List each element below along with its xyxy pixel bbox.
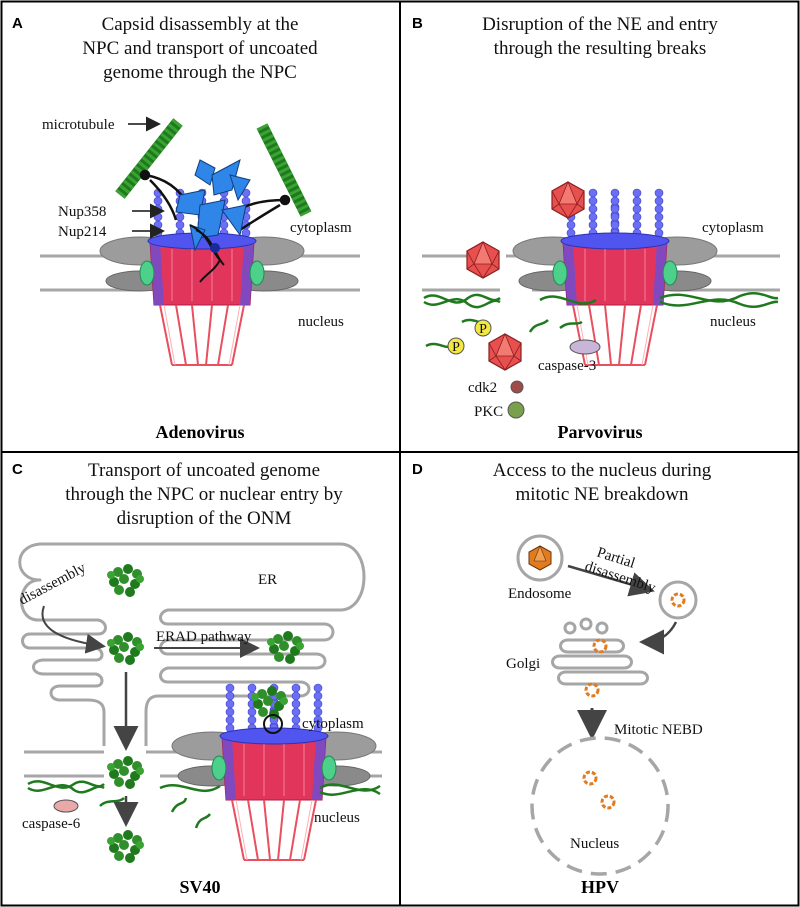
label-endosome: Endosome bbox=[508, 586, 572, 602]
panel-c-title-line1: Transport of uncoated genome bbox=[88, 460, 320, 481]
label-golgi: Golgi bbox=[506, 656, 540, 672]
panel-b-title-line1: Disruption of the NE and entry bbox=[482, 14, 718, 35]
sv40-particle-erad bbox=[267, 631, 304, 664]
panel-d-title-line1: Access to the nucleus during bbox=[493, 460, 712, 481]
panel-letter-d: D bbox=[412, 461, 423, 478]
microtubule-left bbox=[115, 118, 183, 199]
label-caspase-3: caspase-3 bbox=[538, 358, 596, 374]
label-cytoplasm-a: cytoplasm bbox=[290, 220, 352, 236]
hpv-in-nucleus-1 bbox=[582, 770, 598, 786]
hpv-in-golgi bbox=[592, 638, 608, 654]
sv40-particle-er bbox=[107, 564, 144, 597]
label-nup358: Nup358 bbox=[58, 204, 106, 220]
label-er: ER bbox=[258, 572, 277, 588]
label-nucleus-b: nucleus bbox=[710, 314, 756, 330]
cdk2-shape bbox=[510, 380, 524, 394]
panel-letter-a: A bbox=[12, 15, 23, 32]
panel-c-virus: SV40 bbox=[179, 877, 220, 897]
parvovirus-capsid-2 bbox=[551, 181, 585, 219]
microtubule-right bbox=[256, 123, 312, 217]
er-membrane bbox=[18, 542, 366, 746]
sv40-particle-cytosol bbox=[107, 632, 144, 665]
sv40-particle-npc bbox=[251, 686, 288, 719]
parvovirus-capsid-3 bbox=[488, 333, 522, 371]
phospho-label-2: P bbox=[452, 340, 460, 355]
label-nucleus-c: nucleus bbox=[314, 810, 360, 826]
panel-c: C Transport of uncoated genome through t… bbox=[12, 460, 382, 897]
phospho-label-1: P bbox=[479, 322, 487, 337]
pkc-shape bbox=[507, 401, 525, 419]
panel-a-virus: Adenovirus bbox=[155, 422, 244, 442]
parvovirus-capsid-1 bbox=[466, 241, 500, 279]
hpv-intact-capsid bbox=[528, 545, 552, 571]
panel-b-virus: Parvovirus bbox=[558, 422, 643, 442]
label-nucleus-a: nucleus bbox=[298, 314, 344, 330]
panel-c-title-line3: disruption of the ONM bbox=[117, 508, 292, 529]
label-nup214: Nup214 bbox=[58, 224, 107, 240]
chromatin-b bbox=[423, 291, 779, 349]
npc-b bbox=[513, 189, 717, 365]
panel-letter-b: B bbox=[412, 15, 423, 32]
arrow-vesicle-golgi bbox=[639, 621, 678, 655]
panel-d-title-line2: mitotic NE breakdown bbox=[515, 484, 689, 505]
motor-proteins bbox=[139, 169, 291, 232]
panel-letter-c: C bbox=[12, 461, 23, 478]
caspase-6-shape bbox=[53, 799, 79, 813]
adenovirus-capsid bbox=[175, 159, 251, 252]
label-microtubule: microtubule bbox=[42, 117, 115, 133]
panel-c-title-line2: through the NPC or nuclear entry by bbox=[65, 484, 343, 505]
label-nucleus-d: Nucleus bbox=[570, 836, 619, 852]
label-cdk2: cdk2 bbox=[468, 380, 497, 396]
sv40-particle-nucleus-2 bbox=[107, 830, 144, 863]
hpv-in-nucleus-2 bbox=[600, 794, 616, 810]
panel-a: A Capsid disassembly at the NPC and tran… bbox=[12, 14, 360, 442]
panel-a-title-line1: Capsid disassembly at the bbox=[102, 14, 299, 35]
label-cytoplasm-c: cytoplasm bbox=[302, 716, 364, 732]
sv40-particle-nucleus bbox=[107, 756, 144, 789]
label-erad: ERAD pathway bbox=[156, 629, 252, 645]
panel-a-title-line3: genome through the NPC bbox=[103, 62, 297, 83]
chromatin-c bbox=[27, 780, 381, 829]
hpv-leaving-golgi bbox=[584, 682, 600, 698]
caspase-3-shape bbox=[569, 339, 601, 355]
phospho-markers: P P bbox=[447, 319, 492, 355]
label-cytoplasm-b: cytoplasm bbox=[702, 220, 764, 236]
panel-d: D Access to the nucleus during mitotic N… bbox=[412, 460, 712, 897]
panel-a-title-line2: NPC and transport of uncoated bbox=[82, 38, 318, 59]
golgi-stack bbox=[551, 617, 649, 686]
panel-d-virus: HPV bbox=[581, 877, 619, 897]
label-mitotic-nebd: Mitotic NEBD bbox=[614, 722, 703, 738]
arrows-c bbox=[41, 605, 260, 827]
genome-ring bbox=[263, 714, 283, 734]
label-pkc: PKC bbox=[474, 404, 503, 420]
nucleus-broken-envelope bbox=[530, 736, 670, 876]
adenovirus-genome bbox=[189, 224, 225, 283]
label-caspase-6: caspase-6 bbox=[22, 816, 81, 832]
arrow-partial-disassembly bbox=[567, 564, 655, 597]
panel-b: B Disruption of the NE and entry through… bbox=[412, 14, 780, 442]
panel-b-title-line2: through the resulting breaks bbox=[494, 38, 707, 59]
